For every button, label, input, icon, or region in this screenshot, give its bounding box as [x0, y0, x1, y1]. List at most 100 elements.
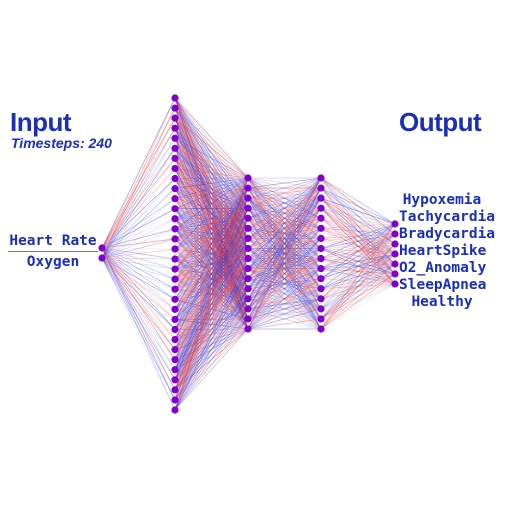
weight-edge-l1-16-13 [174, 258, 249, 310]
neuron-layer3-5 [317, 224, 325, 232]
weight-edge-l1-2-13 [174, 117, 249, 310]
weight-edge-l2-4-5 [247, 217, 322, 229]
weight-edge-l2-9-14 [247, 268, 322, 320]
weight-edge-l1-8-12 [174, 178, 249, 300]
weight-edge-l2-12-2 [247, 197, 322, 300]
weight-edge-l2-2-6 [247, 197, 322, 239]
weight-edge-l2-12-0 [247, 177, 322, 300]
weight-edge-l1-8-15 [174, 178, 249, 330]
weight-edge-l3-0-3 [320, 177, 396, 255]
weight-edge-l1-15-14 [174, 248, 249, 320]
weight-edge-l1-6-1 [174, 158, 249, 189]
weight-edge-l1-27-10 [174, 278, 249, 370]
weight-edge-l1-15-13 [174, 248, 249, 310]
weight-edge-l3-8-5 [320, 258, 396, 275]
weight-edge-l3-2-1 [320, 197, 396, 235]
weight-edge-l0-0-5 [101, 148, 176, 249]
weight-edge-l3-10-5 [320, 273, 396, 280]
weight-edge-l1-8-9 [174, 178, 249, 269]
weight-edge-l1-6-3 [174, 158, 249, 209]
weight-edge-l2-6-13 [247, 238, 322, 310]
neuron-layer0-1 [98, 254, 106, 262]
weight-edge-l1-15-3 [174, 207, 249, 250]
input-label-divider [8, 251, 98, 252]
neuron-layer3-13 [317, 305, 325, 313]
neuron-layer3-9 [317, 265, 325, 273]
weight-edge-l0-0-0 [101, 97, 176, 249]
neuron-layer2-9 [244, 265, 252, 273]
weight-edge-l1-11-8 [174, 208, 249, 259]
weight-edge-l1-25-5 [174, 228, 249, 350]
neuron-layer1-23 [171, 325, 179, 334]
weight-edge-l0-0-14 [101, 238, 176, 249]
weight-edge-l1-26-12 [174, 298, 249, 360]
weight-edge-l1-30-15 [174, 328, 249, 401]
weight-edge-l2-4-3 [247, 207, 322, 219]
weight-edge-l0-1-8 [101, 178, 176, 259]
weight-edge-l2-9-0 [247, 177, 322, 269]
weight-edge-l2-1-5 [247, 187, 322, 229]
weight-edge-l1-29-7 [174, 248, 249, 391]
weight-edge-l1-10-2 [174, 197, 249, 200]
neuron-layer1-8 [171, 174, 179, 183]
neuron-layer1-18 [171, 275, 179, 283]
weight-edge-l1-22-0 [174, 177, 249, 320]
weight-edge-l1-2-4 [174, 117, 249, 219]
weight-edge-l1-5-8 [174, 148, 249, 259]
weight-edge-l0-0-25 [101, 247, 176, 350]
weight-edge-l3-7-2 [320, 243, 396, 249]
weight-edge-l1-24-1 [174, 187, 249, 340]
neuron-layer1-7 [171, 164, 179, 173]
weight-edge-l3-9-3 [320, 253, 396, 269]
weight-edge-l1-21-12 [174, 298, 249, 310]
weight-edge-l1-0-12 [174, 97, 249, 299]
weight-edge-l1-24-6 [174, 238, 249, 340]
weight-edge-l2-3-14 [247, 207, 322, 320]
weight-edge-l2-10-9 [247, 268, 322, 280]
weight-edge-l3-15-2 [320, 243, 396, 330]
weight-edge-l1-22-2 [174, 197, 249, 320]
weight-edge-l1-20-2 [174, 197, 249, 300]
weight-edge-l3-5-6 [320, 228, 396, 285]
weight-edge-l1-30-6 [174, 238, 249, 401]
weight-edge-l2-11-3 [247, 207, 322, 290]
weight-edge-l1-1-2 [174, 107, 249, 199]
weight-edge-l1-7-2 [174, 168, 249, 199]
neuron-layer3-10 [317, 275, 325, 283]
weight-edge-l1-0-14 [174, 97, 249, 320]
weight-edge-l2-7-0 [247, 177, 322, 249]
weight-edge-l1-4-1 [174, 137, 249, 189]
weight-edge-l3-0-2 [320, 177, 396, 245]
weight-edge-l1-3-2 [174, 127, 249, 199]
neuron-layer2-8 [244, 254, 252, 263]
weight-edge-l1-10-1 [174, 187, 249, 200]
weight-edge-l1-18-11 [174, 278, 249, 290]
weight-edge-l3-12-0 [320, 223, 396, 300]
weight-edge-l0-0-21 [101, 247, 176, 310]
weight-edge-l2-12-11 [247, 288, 322, 300]
weight-edge-l3-4-3 [320, 217, 396, 255]
weight-edge-l1-15-4 [174, 217, 249, 250]
weight-edge-l1-16-9 [174, 258, 249, 269]
weight-edge-l2-2-15 [247, 197, 322, 330]
weight-edge-l1-13-1 [174, 187, 249, 230]
weight-edge-l1-19-4 [174, 217, 249, 290]
neuron-layer1-19 [171, 285, 179, 293]
weight-edge-l1-4-14 [174, 138, 249, 320]
neuron-layer1-25 [171, 346, 179, 354]
weight-edge-l1-25-2 [174, 197, 249, 350]
weight-edge-l2-8-15 [247, 258, 322, 330]
weight-edge-l1-16-6 [174, 238, 249, 260]
weight-edge-l2-6-9 [247, 238, 322, 269]
weight-edge-l3-10-4 [320, 263, 396, 280]
weight-edge-l1-3-12 [174, 128, 249, 299]
weight-edge-l1-25-3 [174, 208, 249, 350]
weight-edge-l1-0-6 [174, 97, 249, 239]
weight-edge-l1-2-9 [174, 117, 249, 269]
weight-edge-l1-20-1 [174, 187, 249, 300]
weight-edge-l2-2-5 [247, 197, 322, 229]
weight-edge-l1-10-0 [174, 177, 249, 200]
weight-edge-l0-1-11 [101, 208, 176, 259]
weight-edge-l2-11-15 [247, 288, 322, 330]
output-class-bradycardia: Bradycardia [399, 226, 496, 242]
